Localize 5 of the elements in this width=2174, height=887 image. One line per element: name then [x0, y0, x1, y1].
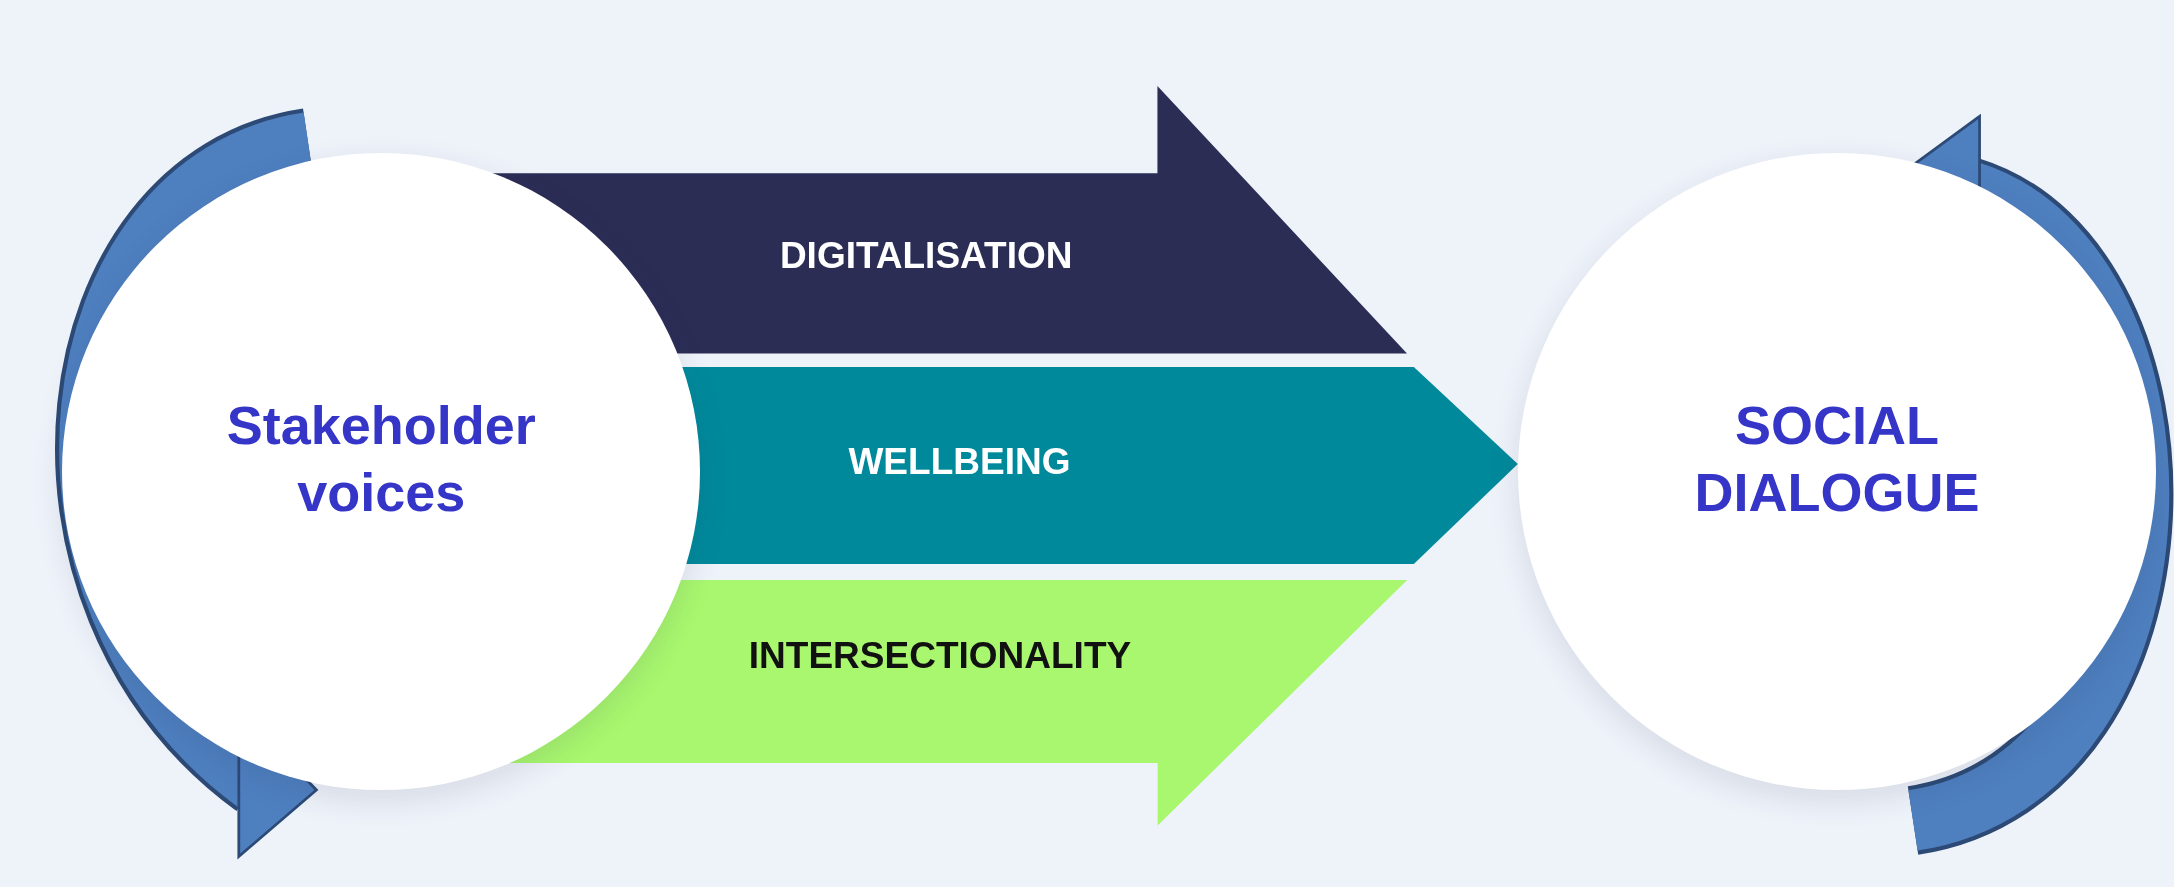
node-label: SOCIAL DIALOGUE — [1693, 393, 1981, 524]
node-label: DIGITALISATION — [779, 235, 1073, 278]
node-label: WELLBEING — [848, 440, 1071, 483]
node-label: INTERSECTIONALITY — [748, 634, 1132, 677]
node-label: Stakeholder voices — [225, 393, 537, 524]
